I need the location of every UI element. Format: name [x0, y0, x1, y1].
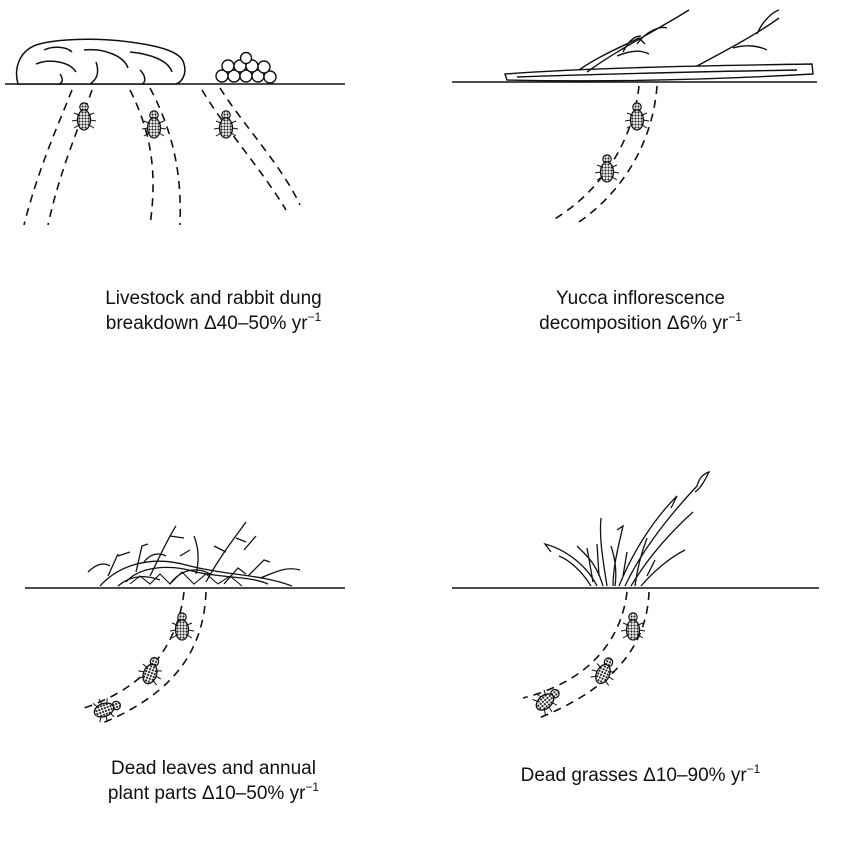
- termite-icon: [588, 653, 621, 688]
- dung-illustration: [0, 0, 427, 300]
- caption-line-2: plant parts Δ10–50% yr−1: [0, 781, 427, 806]
- caption-rate: plant parts Δ10–50% yr: [108, 783, 306, 804]
- termite-tunnels: [24, 88, 300, 225]
- dung-pat-icon: [17, 39, 185, 84]
- caption-rate: breakdown Δ40–50% yr: [106, 313, 308, 334]
- caption-superscript: −1: [308, 310, 322, 324]
- caption-superscript: −1: [747, 762, 761, 776]
- grass-tuft-icon: [545, 472, 709, 586]
- termite-icon: [621, 613, 645, 640]
- caption-line-1: Dead leaves and annual: [0, 756, 427, 781]
- termite-icon: [72, 103, 96, 130]
- leaf-litter-icon: [88, 522, 300, 586]
- termite-icon: [170, 613, 194, 640]
- caption-superscript: −1: [728, 310, 742, 324]
- termite-icon: [625, 103, 649, 130]
- panel-leaf-litter: Dead leaves and annual plant parts Δ10–5…: [0, 426, 427, 852]
- caption-line-2: Dead grasses Δ10–90% yr−1: [427, 763, 854, 788]
- rabbit-pellets-icon: [216, 53, 276, 84]
- panel-caption: Dead grasses Δ10–90% yr−1: [427, 763, 854, 788]
- panel-yucca-decomposition: Yucca inflorescence decomposition Δ6% yr…: [427, 0, 854, 426]
- panel-caption: Livestock and rabbit dung breakdown Δ40–…: [0, 286, 427, 336]
- termite-icon: [595, 155, 619, 182]
- caption-superscript: −1: [305, 780, 319, 794]
- panel-caption: Yucca inflorescence decomposition Δ6% yr…: [427, 286, 854, 336]
- caption-line-1: Livestock and rabbit dung: [0, 286, 427, 311]
- yucca-stalk-icon: [505, 10, 813, 81]
- termite-icon: [135, 654, 167, 688]
- leaf-litter-illustration: [0, 426, 427, 726]
- termite-icon: [90, 693, 124, 725]
- caption-line-2: decomposition Δ6% yr−1: [427, 311, 854, 336]
- caption-line-1: Yucca inflorescence: [427, 286, 854, 311]
- caption-line-2: breakdown Δ40–50% yr−1: [0, 311, 427, 336]
- caption-rate: decomposition Δ6% yr: [539, 313, 728, 334]
- caption-rate: Dead grasses Δ10–90% yr: [521, 765, 747, 786]
- panel-caption: Dead leaves and annual plant parts Δ10–5…: [0, 756, 427, 806]
- panel-dung-breakdown: Livestock and rabbit dung breakdown Δ40–…: [0, 0, 427, 426]
- panel-dead-grasses: Dead grasses Δ10–90% yr−1: [427, 426, 854, 852]
- grass-illustration: [427, 426, 854, 726]
- yucca-illustration: [427, 0, 854, 300]
- termite-icon: [530, 682, 566, 718]
